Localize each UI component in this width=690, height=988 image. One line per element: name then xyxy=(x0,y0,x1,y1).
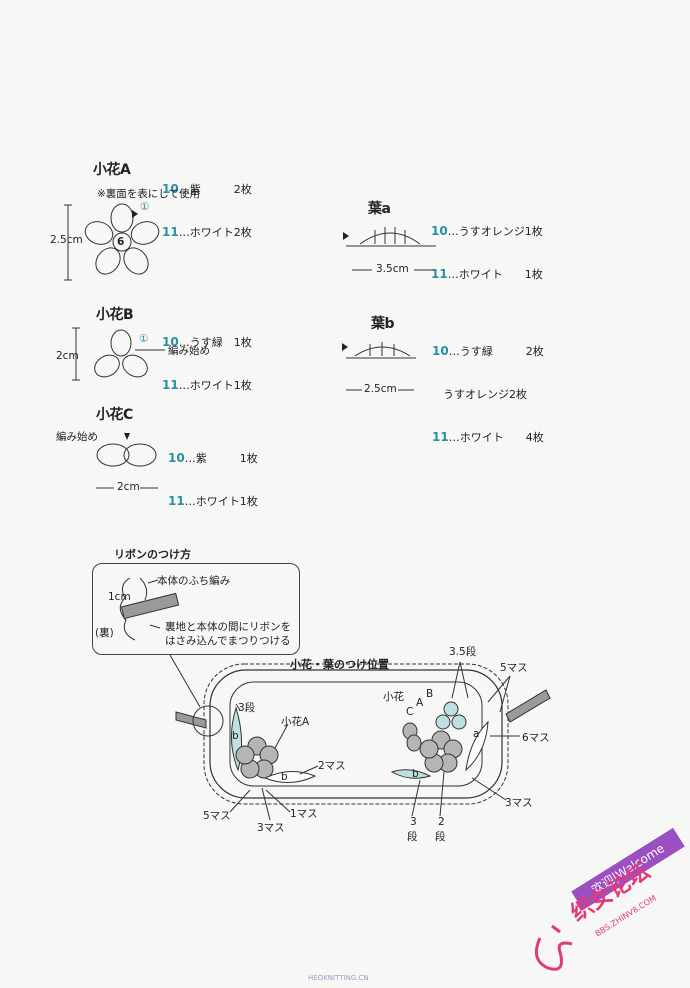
label-a-leaf: a xyxy=(473,728,480,740)
flower-a-spec: 10…紫 2枚 11…ホワイト2枚 xyxy=(162,154,252,254)
ribbon-box xyxy=(92,563,300,655)
label-2mas: 2マス xyxy=(318,760,346,772)
flower-c-size: 2cm xyxy=(117,481,140,493)
flower-a-line-2: 11…ホワイト2枚 xyxy=(162,225,252,239)
leaf-a-line-2: 11…ホワイト 1枚 xyxy=(431,267,543,281)
label-3mas-left: 3マス xyxy=(257,822,285,834)
ribbon-instruction-2: はさみ込んでまつりつける xyxy=(165,635,291,647)
ribbon-size: 1cm xyxy=(108,591,131,603)
label-6mas: 6マス xyxy=(522,732,550,744)
flower-b-line-1: 10…うす緑 1枚 xyxy=(162,335,252,349)
flower-b-start-mark: ① xyxy=(139,333,149,345)
flower-a-start-mark: ① xyxy=(140,201,150,213)
leaf-b-line-3: 11…ホワイト 4枚 xyxy=(432,430,544,444)
label-c: C xyxy=(406,706,414,718)
label-3mas-right: 3マス xyxy=(505,797,533,809)
leaf-a-line-1: 10…うすオレンジ1枚 xyxy=(431,224,543,238)
ribbon-edge-label: 本体のふち編み xyxy=(157,575,231,587)
ribbon-back-label: (裏) xyxy=(95,627,114,639)
label-1mas: 1マス xyxy=(290,808,318,820)
label-5mas-right: 5マス xyxy=(500,662,528,674)
label-kobana: 小花 xyxy=(383,691,404,703)
flower-a-line-1: 10…紫 2枚 xyxy=(162,182,252,196)
flower-b-title: 小花B xyxy=(96,307,134,323)
label-5mas-left: 5マス xyxy=(203,810,231,822)
label-3dan: 3段 xyxy=(238,702,256,714)
label-2-dan: 段 xyxy=(435,831,446,843)
label-2: 2 xyxy=(438,816,445,828)
flower-b-start-label: 編み始め xyxy=(168,345,210,357)
leaf-b-title: 葉b xyxy=(371,316,395,332)
flower-c-line-2: 11…ホワイト1枚 xyxy=(168,494,258,508)
label-a-flower: A xyxy=(416,697,424,709)
flower-c-line-1: 10…紫 1枚 xyxy=(168,451,258,465)
flower-b-line-2: 11…ホワイト1枚 xyxy=(162,378,252,392)
leaf-b-line-1: 10…うす緑 2枚 xyxy=(432,344,544,358)
leaf-b-spec: 10…うす緑 2枚 うすオレンジ2枚 11…ホワイト 4枚 xyxy=(432,316,544,459)
flower-a-center: 6 xyxy=(117,236,125,248)
leaf-b-line-2: うすオレンジ2枚 xyxy=(432,388,527,401)
watermark-footer: HEOKNITTING.CN xyxy=(308,974,369,982)
leaf-a-spec: 10…うすオレンジ1枚 11…ホワイト 1枚 xyxy=(431,196,543,296)
label-3: 3 xyxy=(410,816,417,828)
placement-title: 小花・葉のつけ位置 xyxy=(290,658,389,671)
label-flower-a: 小花A xyxy=(281,716,310,728)
flower-b-size: 2cm xyxy=(56,350,79,362)
flower-c-title: 小花C xyxy=(96,407,133,423)
label-3-5dan: 3.5段 xyxy=(449,646,477,658)
flower-a-note: ※裏面を表にして使用 xyxy=(97,188,200,200)
flower-a-size: 2.5cm xyxy=(50,234,83,246)
ribbon-instruction-1: 裏地と本体の間にリボンを xyxy=(165,621,291,633)
leaf-b-size: 2.5cm xyxy=(364,383,397,395)
leaf-a-size: 3.5cm xyxy=(376,263,409,275)
flower-b-spec: 10…うす緑 1枚 11…ホワイト1枚 xyxy=(162,307,252,407)
label-b1: b xyxy=(232,730,239,742)
label-b-flower: B xyxy=(426,688,434,700)
label-b3: b xyxy=(412,768,419,780)
label-3-dan: 段 xyxy=(407,831,418,843)
flower-a-title: 小花A xyxy=(93,162,131,178)
leaf-a-title: 葉a xyxy=(368,201,391,217)
label-b2: b xyxy=(281,771,288,783)
ribbon-title: リボンのつけ方 xyxy=(114,548,191,561)
flower-c-spec: 10…紫 1枚 11…ホワイト1枚 xyxy=(168,423,258,523)
flower-c-start-label: 編み始め xyxy=(56,431,98,443)
